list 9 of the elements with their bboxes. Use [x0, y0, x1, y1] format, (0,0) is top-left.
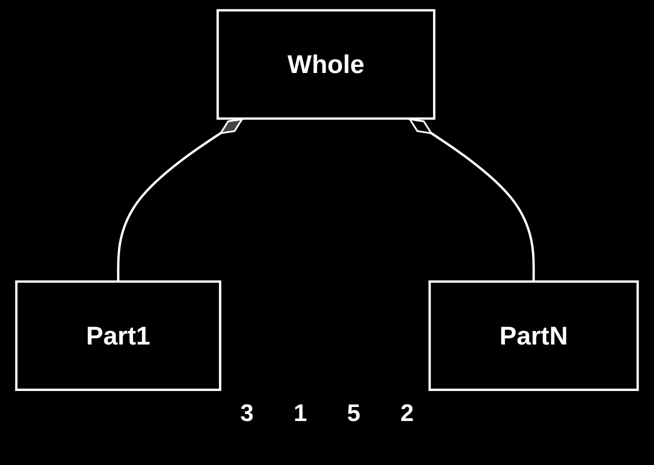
- class-box: PartN: [428, 280, 639, 391]
- multiplicity-label: 5: [347, 400, 360, 428]
- multiplicity-label: 1: [294, 400, 307, 428]
- multiplicity-label: 3: [240, 400, 254, 428]
- class-box: Part1: [15, 280, 222, 391]
- association-line: [117, 118, 244, 282]
- class-box: Whole: [216, 9, 436, 120]
- association-line: [408, 118, 535, 282]
- multiplicity-label: 2: [400, 400, 414, 428]
